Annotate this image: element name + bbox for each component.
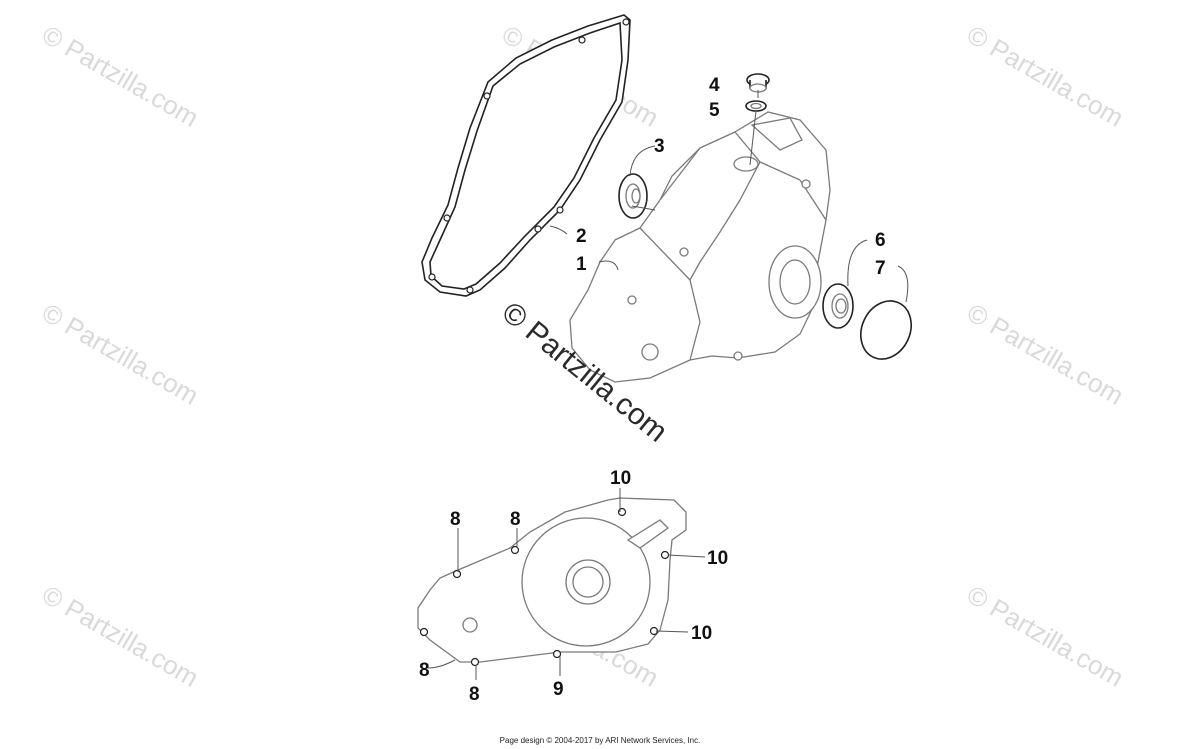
callout-8: 8: [419, 660, 430, 681]
bearing-part: [618, 173, 648, 219]
callout-1: 1: [576, 254, 587, 275]
callout-10: 10: [707, 548, 728, 569]
watermark: © Partzilla.com: [37, 579, 204, 693]
cover-part-upper: [569, 111, 831, 383]
callout-10: 10: [691, 623, 712, 644]
watermark: © Partzilla.com: [962, 297, 1129, 411]
watermark: © Partzilla.com: [37, 297, 204, 411]
callout-8: 8: [469, 684, 480, 705]
watermark: © Partzilla.com: [962, 19, 1129, 133]
callout-8: 8: [450, 509, 461, 530]
watermark: © Partzilla.com: [37, 19, 204, 133]
copyright-footer: Page design © 2004-2017 by ARI Network S…: [499, 736, 701, 745]
callout-5: 5: [709, 100, 720, 121]
callout-labels: 1 2 3 4 5 6 7 8 8 8 8 9 10 10 10: [419, 75, 886, 705]
callout-9: 9: [553, 679, 564, 700]
callout-8: 8: [510, 509, 521, 530]
watermark: © Partzilla.com: [962, 579, 1129, 693]
cap-part: [860, 300, 912, 360]
washer-part: [745, 100, 767, 112]
gasket-part: [421, 14, 631, 297]
callout-3: 3: [654, 136, 665, 157]
callout-10: 10: [610, 468, 631, 489]
callout-6: 6: [875, 230, 886, 251]
seal-part: [822, 283, 854, 329]
callout-2: 2: [576, 226, 587, 247]
callout-7: 7: [875, 258, 886, 279]
cover-part-lower: [417, 497, 687, 667]
plug-part: [746, 73, 770, 93]
leader-lines: [427, 90, 909, 680]
callout-4: 4: [709, 75, 720, 96]
